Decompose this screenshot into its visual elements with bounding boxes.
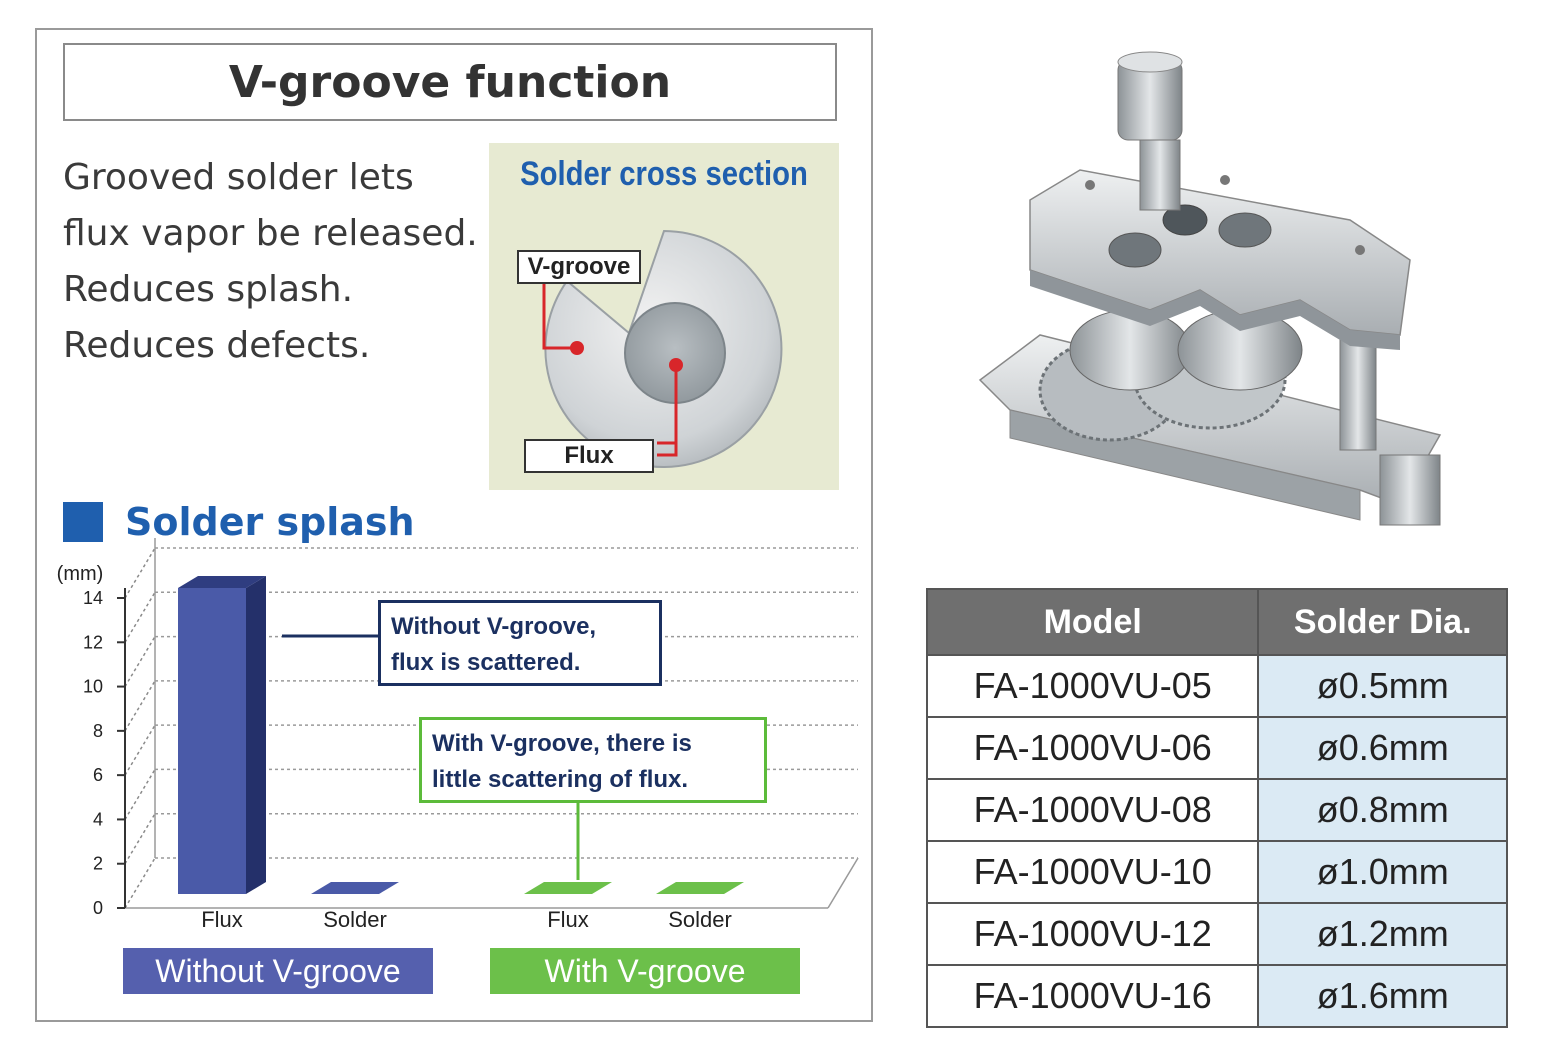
- grid-diagonal: [124, 813, 156, 865]
- dia-cell: ø1.0mm: [1257, 840, 1508, 904]
- description-line-4: Reduces defects.: [63, 325, 371, 366]
- x-tick-label: Flux: [547, 907, 589, 932]
- dia-cell: ø0.5mm: [1257, 654, 1508, 718]
- vgroove-title: V-groove function: [63, 43, 837, 121]
- x-tick-label: Solder: [668, 907, 732, 932]
- y-tick-label: 8: [93, 721, 103, 741]
- note-without-line-2: flux is scattered.: [391, 649, 581, 676]
- x-tick-label: Flux: [201, 907, 243, 932]
- dia-cell: ø0.6mm: [1257, 716, 1508, 780]
- description-line-2: flux vapor be released.: [63, 213, 478, 254]
- grid-diagonal: [124, 769, 156, 820]
- x-tick-label: Solder: [323, 907, 387, 932]
- description-line-1: Grooved solder lets: [63, 157, 414, 198]
- model-cell: FA-1000VU-05: [925, 654, 1260, 718]
- grid-diagonal: [124, 636, 156, 687]
- header-solder-dia: Solder Dia.: [1257, 588, 1508, 656]
- bar-top: [178, 576, 266, 588]
- bar-flat: [656, 882, 744, 894]
- group-label-without: Without V-groove: [123, 948, 433, 994]
- y-tick-label: 14: [83, 588, 103, 608]
- bar-flat: [311, 882, 399, 894]
- vgroove-callout: V-groove: [517, 250, 641, 284]
- y-tick-label: 0: [93, 898, 103, 918]
- cross-section-title: Solder cross section: [520, 155, 808, 193]
- group-label-with: With V-groove: [490, 948, 800, 994]
- grid-diagonal: [124, 857, 156, 909]
- bar-front: [178, 588, 246, 894]
- model-cell: FA-1000VU-16: [925, 964, 1260, 1028]
- vgroove-description: Grooved solder lets flux vapor be releas…: [63, 150, 493, 374]
- model-cell: FA-1000VU-06: [925, 716, 1260, 780]
- flux-callout: Flux: [524, 439, 654, 473]
- dia-cell: ø0.8mm: [1257, 778, 1508, 842]
- table-header-row: Model Solder Dia.: [925, 588, 1508, 656]
- grid-diagonal: [124, 680, 156, 732]
- splash-heading: Solder splash: [63, 500, 415, 544]
- note-with-vgroove: With V-groove, there is little scatterin…: [419, 717, 767, 803]
- y-axis-label: (mm): [57, 563, 104, 585]
- model-cell: FA-1000VU-08: [925, 778, 1260, 842]
- note-without-line-1: Without V-groove,: [391, 613, 597, 640]
- note-with-line-2: little scattering of flux.: [432, 766, 689, 793]
- splash-chart: 0 2 4 6 8 10 12 14 (mm) Flux Solder Flux Solder: [57, 538, 859, 932]
- y-tick-label: 10: [83, 677, 103, 697]
- splash-title: Solder splash: [125, 500, 415, 544]
- cross-section-panel: Solder cross section V-groove Flux: [489, 143, 839, 490]
- bar-side: [246, 576, 266, 894]
- bar-flat: [524, 882, 612, 894]
- dia-cell: ø1.6mm: [1257, 964, 1508, 1028]
- feeder-product-image: [978, 51, 1442, 526]
- y-tick-label: 4: [93, 809, 103, 829]
- y-tick-label: 6: [93, 765, 103, 785]
- heading-square-icon: [63, 502, 103, 542]
- dia-cell: ø1.2mm: [1257, 902, 1508, 966]
- note-without-vgroove: Without V-groove, flux is scattered.: [378, 600, 662, 686]
- grid-diagonal: [124, 547, 156, 599]
- model-cell: FA-1000VU-12: [925, 902, 1260, 966]
- header-model: Model: [925, 588, 1260, 656]
- grid-diagonal: [124, 591, 156, 643]
- y-tick-label: 12: [83, 632, 103, 652]
- floor-side-edge: [827, 857, 859, 909]
- note-with-line-1: With V-groove, there is: [432, 730, 692, 757]
- model-cell: FA-1000VU-10: [925, 840, 1260, 904]
- cross-section-image: [542, 229, 783, 468]
- description-line-3: Reduces splash.: [63, 269, 354, 310]
- y-tick-label: 2: [93, 854, 103, 874]
- grid-diagonal: [124, 724, 156, 776]
